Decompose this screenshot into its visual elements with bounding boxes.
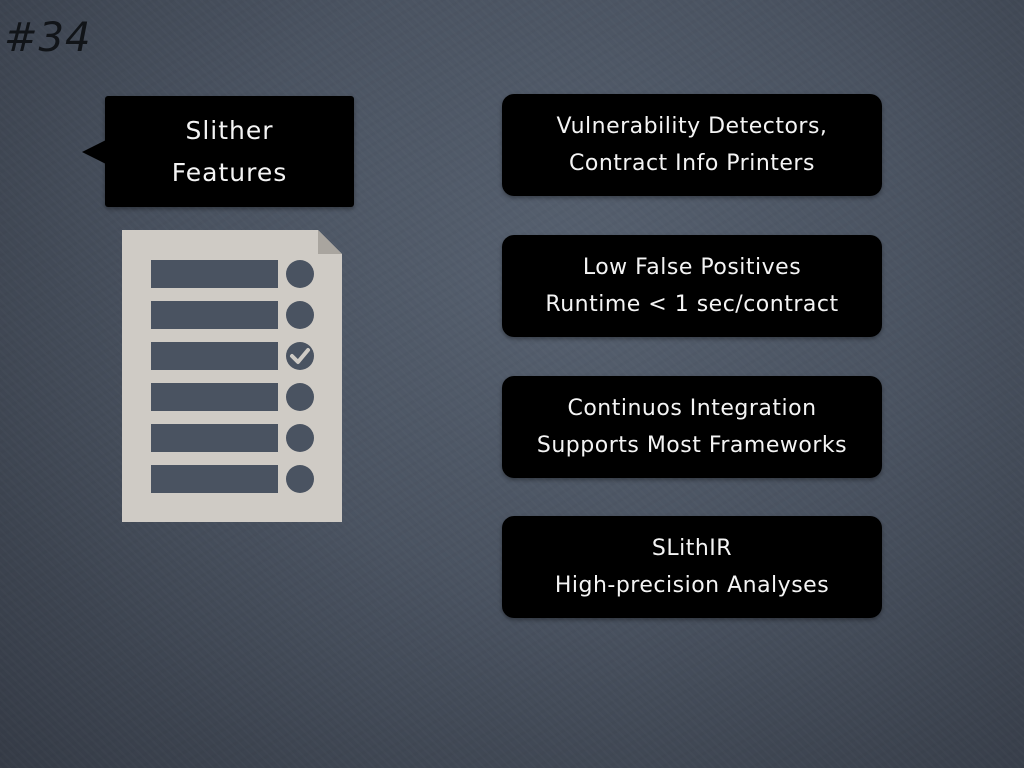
checklist-row-bar <box>151 260 278 288</box>
checklist-row-bar <box>151 301 278 329</box>
checklist-row-bar <box>151 342 278 370</box>
feature-box-performance: Low False Positives Runtime < 1 sec/cont… <box>502 235 882 337</box>
callout-title-line-1: Slither <box>185 115 274 145</box>
feature-line: SLithIR <box>651 536 733 561</box>
feature-line: Runtime < 1 sec/contract <box>545 292 839 317</box>
checklist-row-bar <box>151 383 278 411</box>
feature-box-integration: Continuos Integration Supports Most Fram… <box>502 376 882 478</box>
checklist-row-bar <box>151 465 278 493</box>
checklist-row-bullet <box>286 465 314 493</box>
callout-title-line-2: Features <box>171 157 288 187</box>
feature-line: Vulnerability Detectors, <box>556 114 828 139</box>
callout-box: Slither Features <box>105 96 354 207</box>
document-folded-corner <box>318 230 342 254</box>
feature-line: Low False Positives <box>582 255 802 280</box>
checkmark-icon <box>290 348 310 364</box>
checklist-document-icon <box>122 230 342 522</box>
callout-pointer <box>82 140 106 164</box>
feature-line: Contract Info Printers <box>569 151 815 176</box>
checklist-graphic <box>122 230 342 522</box>
feature-line: Supports Most Frameworks <box>536 433 848 458</box>
checklist-row-bar <box>151 424 278 452</box>
feature-box-detectors: Vulnerability Detectors, Contract Info P… <box>502 94 882 196</box>
feature-box-slithir: SLithIR High-precision Analyses <box>502 516 882 618</box>
checklist-row-bullet <box>286 301 314 329</box>
checklist-row-bullet <box>286 383 314 411</box>
checklist-row-bullet <box>286 424 314 452</box>
checklist-row-bullet <box>286 260 314 288</box>
feature-line: Continuos Integration <box>567 396 817 421</box>
feature-line: High-precision Analyses <box>554 573 830 598</box>
slide-number: #34 <box>4 15 92 61</box>
